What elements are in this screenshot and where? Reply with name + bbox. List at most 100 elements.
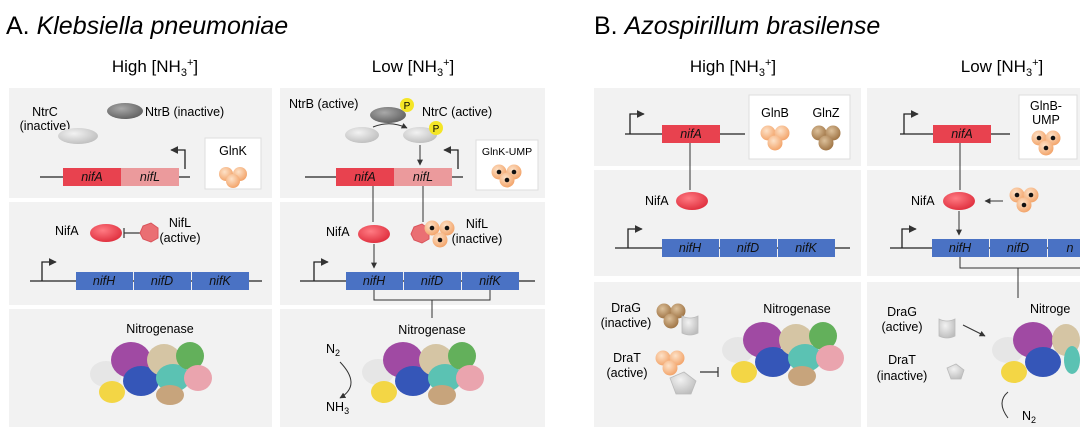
b-low-drat-state: (inactive) [877, 369, 928, 383]
a-low-glnk-ump-trimer [491, 164, 522, 188]
panel-a-low-header: Low [NH3+] [372, 57, 454, 79]
b-high-expression-panel [594, 170, 861, 276]
a-high-nifa-gene [63, 168, 121, 186]
a-low-n2-label: N2 [326, 342, 340, 358]
b-high-drag-state: (inactive) [601, 316, 652, 330]
a-high-ntrb-protein [107, 103, 143, 119]
a-high-nifd-gene [134, 272, 191, 290]
b-low-n2-arrow [1001, 391, 1009, 419]
panel-b-low-header: Low [NH3+] [961, 57, 1043, 79]
a-low-ntrc-phos [403, 127, 437, 143]
b-high-glnb-label: GlnB [761, 106, 789, 120]
a-high-nifl-label: NifL [169, 216, 191, 230]
a-low-nitrogenase-structure [362, 342, 484, 405]
b-low-nifa-gene-label: nifA [951, 127, 973, 141]
b-high-drat-protein [655, 350, 697, 395]
b-low-glnb-ump-trimer [1031, 130, 1061, 156]
b-high-nifk-gene [778, 239, 835, 257]
b-high-nitrogenase-label: Nitrogenase [763, 302, 830, 316]
b-high-nifa-gene-label: nifA [680, 127, 702, 141]
b-high-nifh-gene [662, 239, 719, 257]
b-low-nifd-gene [990, 239, 1047, 257]
b-low-expression-panel [867, 170, 1080, 276]
a-low-nifh-promoter-arrow [313, 258, 329, 281]
b-low-operon-bracket [959, 257, 1080, 298]
a-low-ntrc-unphos [345, 127, 379, 143]
b-high-nifa-promoter-arrow [629, 110, 645, 134]
a-high-nifk-gene [192, 272, 249, 290]
a-high-nifh-promoter-arrow [41, 258, 57, 281]
b-high-nifd-gene-label: nifD [737, 241, 759, 255]
panel-b-high-header: High [NH3+] [690, 57, 776, 79]
a-high-nifl-gene [121, 168, 179, 186]
b-low-nitrogenase-structure [992, 322, 1080, 383]
b-high-drag-label: DraG [611, 301, 641, 315]
a-low-nifk-gene [462, 272, 519, 290]
b-low-nifa-gene [933, 125, 991, 143]
b-high-drag-protein [656, 303, 699, 336]
b-low-glnb-ump-label-2: UMP [1032, 113, 1060, 127]
a-low-ntrb-label: NtrB (active) [289, 97, 358, 111]
b-low-nifh-gene [932, 239, 989, 257]
panel-b: B. Azospirillum brasilense High [NH3+] L… [594, 12, 1080, 427]
a-low-nifl-state: (inactive) [452, 232, 503, 246]
b-low-drag-activation-arrow [962, 324, 986, 337]
a-low-ntrc-phosphate [429, 121, 443, 135]
b-low-nifa-promoter-arrow [903, 110, 919, 134]
a-high-ntrc-label: NtrC [32, 105, 58, 119]
a-low-n2-reduction-arrow [339, 361, 352, 399]
a-high-nifa-protein [90, 224, 122, 242]
b-low-n2-label: N2 [1022, 409, 1036, 425]
a-high-nifl-gene-label: nifL [140, 170, 160, 184]
b-low-glnb-ump-label: GlnB- [1030, 99, 1062, 113]
a-low-nifa-protein [358, 225, 390, 243]
a-high-nifd-gene-label: nifD [151, 274, 173, 288]
panel-a: A. Klebsiella pneumoniae High [NH3+] Low… [6, 12, 545, 427]
a-high-nifh-gene [76, 272, 133, 290]
a-low-glnk-ump-bound [424, 220, 455, 248]
b-high-drat-label: DraT [613, 351, 641, 365]
b-high-nifa-protein-label: NifA [645, 194, 669, 208]
a-high-nifl-state: (active) [160, 231, 201, 245]
a-low-phosphotransfer-arrow [372, 122, 408, 129]
a-high-glnk-label: GlnK [219, 144, 247, 158]
b-high-nifa-protein [676, 192, 708, 210]
b-low-nitrogenase-label: Nitroge [1030, 302, 1070, 316]
b-low-nifk-gene-label: n [1067, 241, 1074, 255]
a-low-glnk-ump-label: GlnK-UMP [482, 146, 532, 158]
a-high-nifh-gene-label: nifH [93, 274, 116, 288]
b-low-drag-state: (active) [882, 320, 923, 334]
b-low-nifk-gene [1048, 239, 1080, 257]
a-low-ntrb-p-label: P [404, 101, 411, 112]
a-high-nitrogenase-label: Nitrogenase [126, 322, 193, 336]
a-high-ntrb-label: NtrB (inactive) [145, 105, 224, 119]
panel-b-title: B. Azospirillum brasilense [594, 12, 880, 40]
b-low-nifa-protein [943, 192, 975, 210]
b-high-drat-state: (active) [607, 366, 648, 380]
a-low-nitrogenase-label: Nitrogenase [398, 323, 465, 337]
a-low-nifl-protein [410, 223, 430, 244]
b-low-drag-protein [938, 318, 956, 339]
a-low-nifla-promoter-arrow [443, 146, 459, 169]
a-low-operon-bracket [373, 290, 491, 318]
a-low-nifh-gene [346, 272, 403, 290]
a-low-ntrc-p-label: P [433, 124, 440, 135]
a-low-nifa-protein-label: NifA [326, 225, 350, 239]
b-low-nifd-gene-label: nifD [1007, 241, 1029, 255]
a-high-nifa-protein-label: NifA [55, 224, 79, 238]
b-high-nifh-promoter-arrow [627, 225, 643, 248]
a-low-nifk-gene-label: nifK [479, 274, 501, 288]
a-low-nifl-label: NifL [466, 217, 488, 231]
b-low-nifh-gene-label: nifH [949, 241, 972, 255]
a-low-nifa-gene [336, 168, 394, 186]
a-high-nitrogenase-structure [90, 342, 212, 405]
a-low-ntrc-label: NtrC (active) [422, 105, 492, 119]
a-high-glnk-subunit [226, 174, 240, 188]
a-low-nh3-label: NH3 [326, 400, 349, 416]
b-high-glnz-label: GlnZ [812, 106, 839, 120]
b-high-nitrogenase-structure [722, 322, 844, 386]
a-high-nifk-gene-label: nifK [209, 274, 231, 288]
b-low-nifa-protein-label: NifA [911, 194, 935, 208]
b-high-glnb-trimer [760, 125, 790, 151]
